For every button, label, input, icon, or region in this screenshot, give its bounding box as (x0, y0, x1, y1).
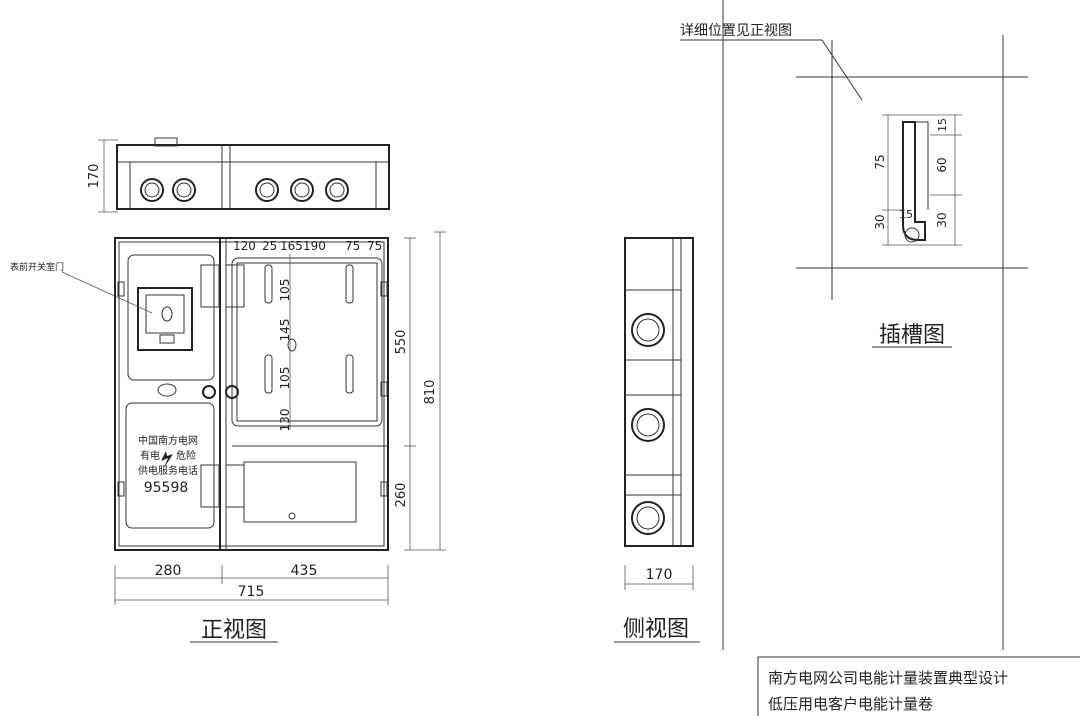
front-view: 120 25 165 190 75 75 105 145 105 130 中国南… (10, 231, 446, 643)
front-dim-260: 260 (394, 483, 409, 508)
side-view-caption: 侧视图 (623, 617, 689, 642)
slot-dim-60: 60 (935, 157, 949, 172)
top-view-height-dim: 170 (87, 164, 102, 189)
callout-front-switch-door: 表前开关室门 (10, 261, 64, 273)
front-dim-25: 25 (262, 239, 277, 253)
slot-view-caption: 插槽图 (879, 323, 945, 348)
door-text-company: 中国南方电网 (138, 434, 198, 447)
front-dim-165: 165 (280, 239, 303, 253)
door-text-danger: 危险 (176, 449, 196, 462)
slot-dim-30-right: 30 (935, 212, 949, 227)
front-dim-120: 120 (233, 239, 256, 253)
side-view: 170 侧视图 (614, 237, 700, 643)
slot-note: 详细位置见正视图 (680, 23, 792, 39)
slot-view: 15 60 30 75 30 15 详细位置见正视图 插槽图 (680, 23, 1028, 348)
slot-dim-30-left: 30 (873, 214, 887, 229)
front-dim-75b: 75 (367, 239, 382, 253)
door-text-electric: 有电 (140, 449, 160, 462)
front-dim-715: 715 (238, 584, 265, 600)
slot-dim-15: 15 (936, 118, 949, 132)
front-dim-190: 190 (303, 239, 326, 253)
front-view-caption: 正视图 (201, 618, 267, 643)
front-dim-75a: 75 (345, 239, 360, 253)
slot-dim-15-inner: 15 (899, 208, 913, 221)
top-view: 170 (87, 137, 390, 213)
lightning-icon (161, 451, 173, 468)
front-inner-dim-130: 130 (278, 409, 292, 432)
front-inner-dim-105b: 105 (278, 367, 292, 390)
front-inner-dim-105a: 105 (278, 279, 292, 302)
front-inner-dim-145: 145 (278, 319, 292, 342)
front-dim-810: 810 (423, 380, 438, 405)
title-block-line1: 南方电网公司电能计量装置典型设计 (768, 669, 1008, 687)
door-text-hotline-number: 95598 (144, 480, 189, 496)
side-dim-170: 170 (646, 567, 673, 583)
door-text-hotline-label: 供电服务电话 (138, 464, 198, 477)
front-dim-435: 435 (291, 563, 318, 579)
title-block-line2: 低压用电客户电能计量卷 (768, 695, 933, 713)
slot-dim-75: 75 (873, 154, 887, 169)
front-dim-550: 550 (394, 330, 409, 355)
title-block: 南方电网公司电能计量装置典型设计 低压用电客户电能计量卷 (757, 656, 1080, 716)
front-dim-280: 280 (155, 563, 182, 579)
